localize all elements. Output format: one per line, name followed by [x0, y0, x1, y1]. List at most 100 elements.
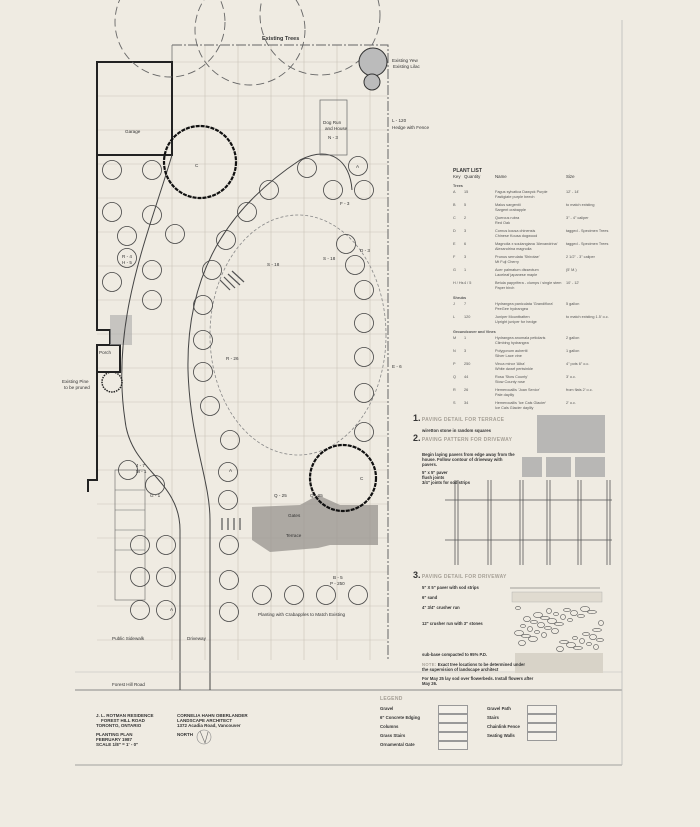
- stone-mark: [556, 646, 564, 652]
- stone-mark: [521, 634, 531, 638]
- tree-icon: [354, 313, 374, 333]
- tree-icon: [156, 600, 176, 620]
- project-title: J. L. ROTMAN RESIDENCE FOREST HILL ROAD …: [96, 713, 154, 747]
- porch-paving: [110, 315, 132, 345]
- existing-yew-icon: [358, 47, 388, 77]
- tree-icon: [145, 475, 165, 495]
- plant-common-name: Upright juniper for hedge: [495, 319, 537, 324]
- label-q25b: Q - 25: [310, 493, 323, 498]
- legend-swatch: [527, 705, 557, 714]
- lawn-ellipse: [209, 214, 387, 456]
- plant-common-name: Paper birch: [495, 285, 515, 290]
- legend-swatch: [438, 741, 468, 750]
- plant-size: 3" - 4" caliper: [566, 216, 589, 220]
- tree-icon: [219, 602, 239, 622]
- note-text: Exact tree locations to be determined un…: [422, 662, 525, 672]
- tree-icon: [216, 230, 236, 250]
- tree-icon: [316, 585, 336, 605]
- terrace-paving-detail: [522, 415, 605, 477]
- label-g1: G - 1: [150, 493, 161, 498]
- plant-name: Magnolia x soulangiana 'Alexandrina': [495, 242, 558, 246]
- plant-qty: 6: [464, 242, 467, 246]
- stone-mark: [547, 618, 557, 624]
- plant-name: Hemerocallis 'Ice Cals Glacier': [495, 401, 547, 405]
- stone-mark: [514, 630, 524, 636]
- label-j7: J - 7: [136, 463, 145, 468]
- col-name: Name: [495, 174, 507, 179]
- legend-label: Grass Stairs: [380, 733, 406, 738]
- plant-key: C: [453, 216, 456, 220]
- label-pine: Existing Pine: [62, 379, 89, 384]
- tree-icon: [237, 202, 257, 222]
- tree-icon: [252, 585, 272, 605]
- plant-size: to match existing 1.5' o.c.: [566, 315, 609, 319]
- label-c-bottom: C: [360, 476, 364, 481]
- label-a-mid: A: [229, 468, 233, 473]
- tree-location-note: NOTE: Exact tree locations to be determi…: [422, 662, 532, 672]
- tree-icon: [200, 396, 220, 416]
- stone-mark: [541, 632, 547, 638]
- plant-size: 2 gallon: [566, 336, 580, 340]
- label-dog-run-key: N - 3: [328, 135, 338, 140]
- plant-common-name: PeeGee hydrangea: [495, 306, 528, 311]
- north-label: NORTH: [177, 732, 193, 737]
- tree-icon: [348, 156, 368, 176]
- label-dog-run-2: and House: [325, 126, 348, 131]
- label-r4: R - 4: [122, 254, 132, 259]
- label-b5: B - 5: [333, 575, 343, 580]
- tree-icon: [130, 567, 150, 587]
- legend-label: Gravel: [380, 706, 394, 711]
- label-s18b: S - 18: [323, 256, 336, 261]
- col-quantity: Quantity: [464, 174, 481, 179]
- plant-size: 3' o.c.: [566, 375, 577, 379]
- stone-mark: [530, 620, 538, 624]
- house-outline: [87, 155, 121, 492]
- stone-mark: [537, 622, 545, 628]
- stone-mark: [553, 612, 559, 616]
- tree-icon: [130, 535, 150, 555]
- tree-icon: [193, 362, 213, 382]
- plant-size: 12' - 14': [566, 190, 580, 194]
- label-hedge-key: L - 120: [392, 118, 407, 123]
- terrace-paving: [252, 495, 378, 552]
- plant-name: Cornus kousa chinensis: [495, 229, 536, 233]
- detail-3-label-2: 6" sand: [422, 595, 438, 600]
- detail-2-label-sod-joints: 3/4" joints for sod strips: [422, 480, 471, 485]
- detail-3-heading: 3. PAVING DETAIL FOR DRIVEWAY: [413, 571, 507, 581]
- plant-common-name: Mt Fuji Cherry: [495, 259, 519, 264]
- plant-common-name: Alexandrina magnolia: [495, 246, 532, 251]
- stone-mark: [587, 610, 597, 614]
- plant-size: 2' o.c.: [566, 401, 577, 405]
- tree-icon: [354, 383, 374, 403]
- plant-qty: 3: [464, 229, 467, 233]
- driveway-section-detail: [510, 587, 604, 673]
- plant-key: A: [453, 190, 456, 194]
- detail-1-number: 1.: [413, 413, 421, 423]
- plant-common-name: Sargent crabapple: [495, 207, 527, 212]
- stone-mark: [518, 640, 526, 646]
- plant-size: tagged - Specimen Trees: [566, 242, 609, 246]
- plant-name: Hydrangea paniculata 'Grandiflora': [495, 302, 554, 306]
- label-hedge: Hedge with Fence: [392, 125, 429, 130]
- label-sidewalk: Public Sidewalk: [112, 636, 145, 641]
- existing-lilac-icon: [363, 73, 381, 91]
- plant-qty: 7: [464, 302, 467, 306]
- label-existing-yew: Existing Yew: [392, 58, 418, 63]
- col-size: Size: [566, 174, 575, 179]
- plant-size: (5' M.): [566, 268, 577, 272]
- plant-list-title: PLANT LIST: [453, 168, 482, 174]
- plant-group-heading: Shrubs: [453, 296, 467, 300]
- plant-key: L: [453, 315, 456, 319]
- plant-key: D: [453, 229, 456, 233]
- label-a-top: A: [356, 164, 360, 169]
- detail-3-label-4: 12" crusher run with 3" stones: [422, 621, 483, 626]
- detail-2-title: PAVING PATTERN FOR DRIVEWAY: [421, 437, 513, 443]
- stone-mark: [563, 608, 571, 612]
- detail-2-number: 2.: [413, 433, 421, 443]
- tree-icon: [156, 567, 176, 587]
- stone-mark: [586, 642, 592, 646]
- tree-icon: [193, 295, 213, 315]
